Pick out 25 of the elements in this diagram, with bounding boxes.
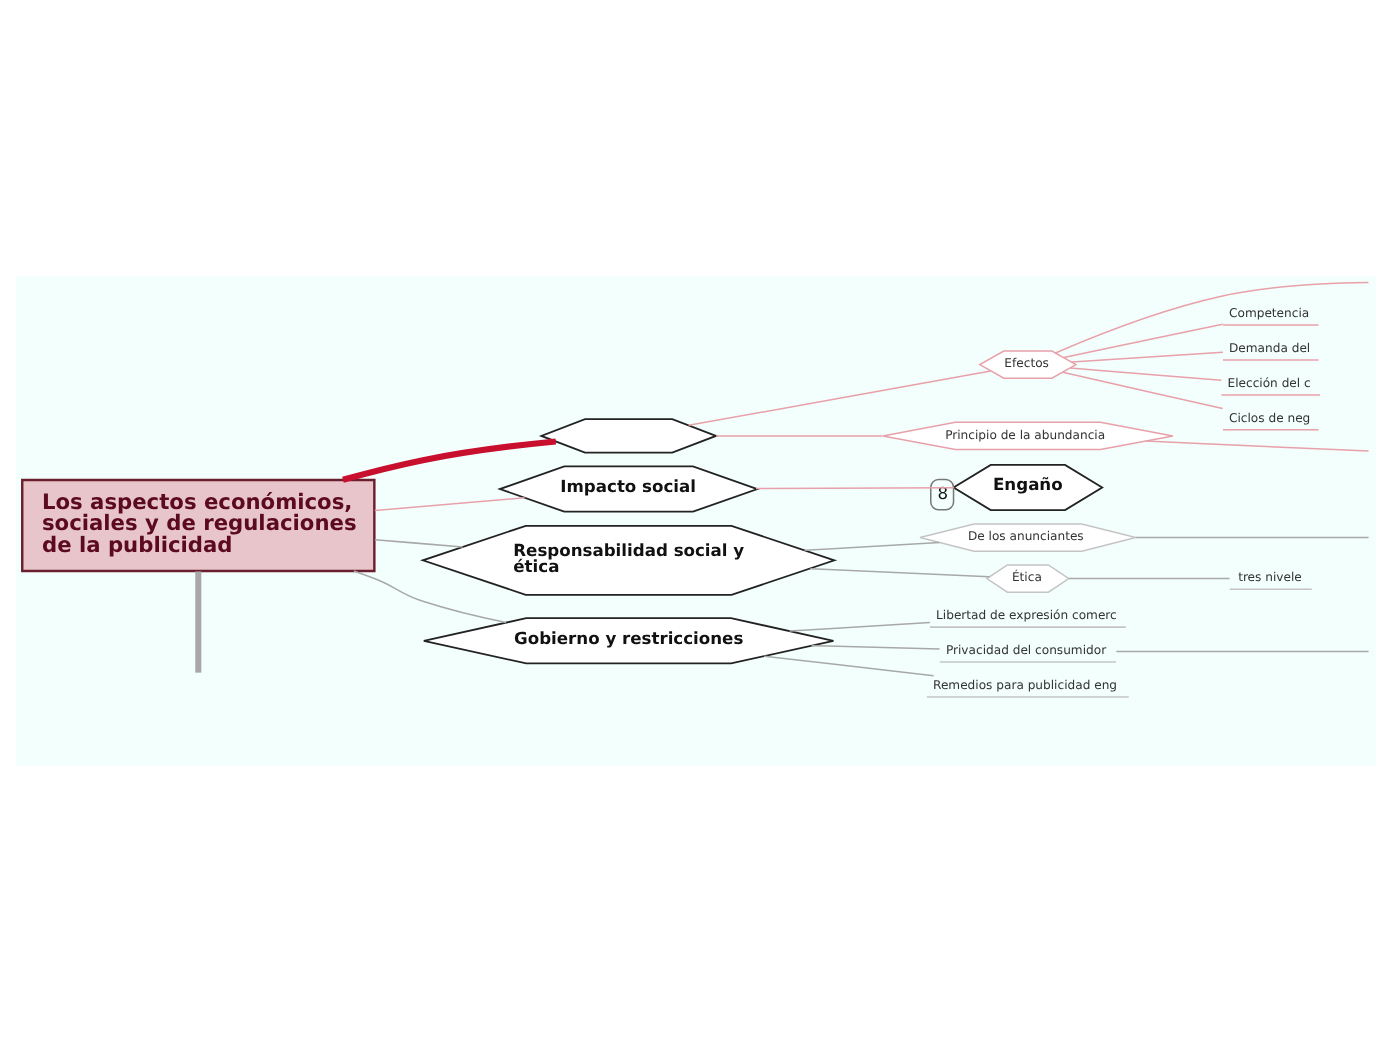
- connector: [1115, 649, 1370, 652]
- connector: [715, 434, 884, 436]
- connector: [803, 540, 941, 551]
- connector: [1068, 576, 1231, 579]
- node-label: 8: [937, 481, 949, 502]
- connector: [353, 569, 507, 623]
- connector: [687, 369, 992, 426]
- connector: [763, 654, 935, 676]
- connector: [1062, 370, 1224, 409]
- connector: [1069, 366, 1223, 381]
- node-box: Los aspectos económicos, sociales y de regulaciones de la publicidad: [21, 477, 376, 572]
- connector: [809, 566, 991, 577]
- connector: [195, 570, 202, 672]
- connector: [810, 643, 941, 649]
- connector: [374, 496, 526, 511]
- connector: [788, 620, 931, 631]
- connector: [1054, 280, 1370, 353]
- connector: [1144, 439, 1370, 451]
- connector: [342, 437, 557, 482]
- connector: [1063, 322, 1224, 358]
- connector: [1135, 535, 1370, 538]
- connector: [1070, 350, 1224, 362]
- connector: [755, 486, 955, 489]
- node-hexagon: [538, 417, 719, 453]
- connector: [374, 538, 464, 547]
